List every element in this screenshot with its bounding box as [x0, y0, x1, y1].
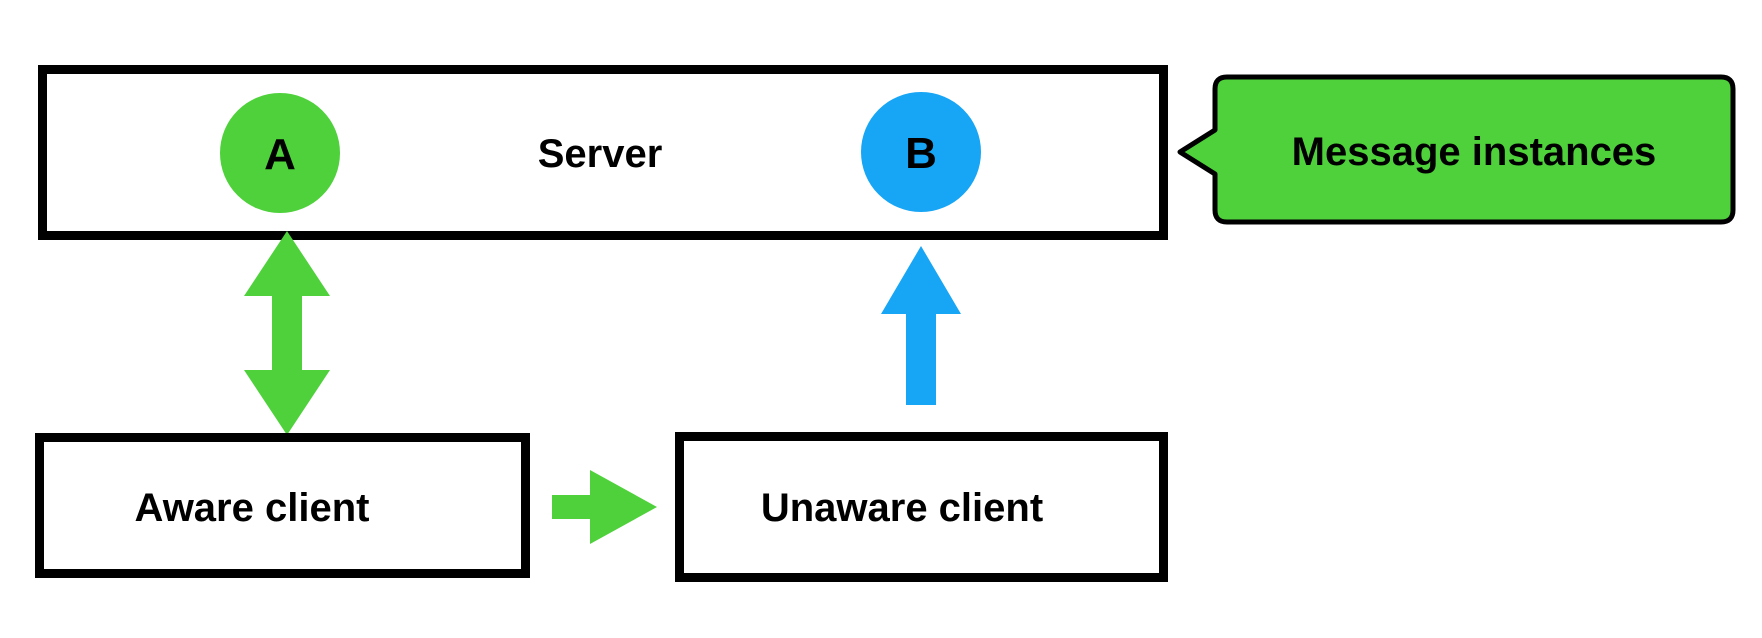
aware-server-bidirectional-arrow — [244, 231, 330, 435]
aware-client-label: Aware client — [135, 486, 370, 530]
aware-unaware-right-arrow — [552, 470, 657, 544]
message-instance-b-circle — [861, 92, 981, 212]
message-instances-callout-bubble — [1177, 74, 1736, 225]
message-instances-callout-label: Message instances — [1292, 130, 1657, 174]
message-instance-b-label: B — [905, 129, 937, 178]
unaware-client-label: Unaware client — [761, 486, 1043, 530]
message-instance-a-label: A — [264, 130, 296, 179]
server-label: Server — [538, 132, 663, 176]
message-instance-a-circle — [220, 93, 340, 213]
unaware-client-box — [675, 432, 1168, 582]
unaware-server-up-arrow — [881, 246, 961, 405]
aware-client-box — [35, 433, 530, 578]
